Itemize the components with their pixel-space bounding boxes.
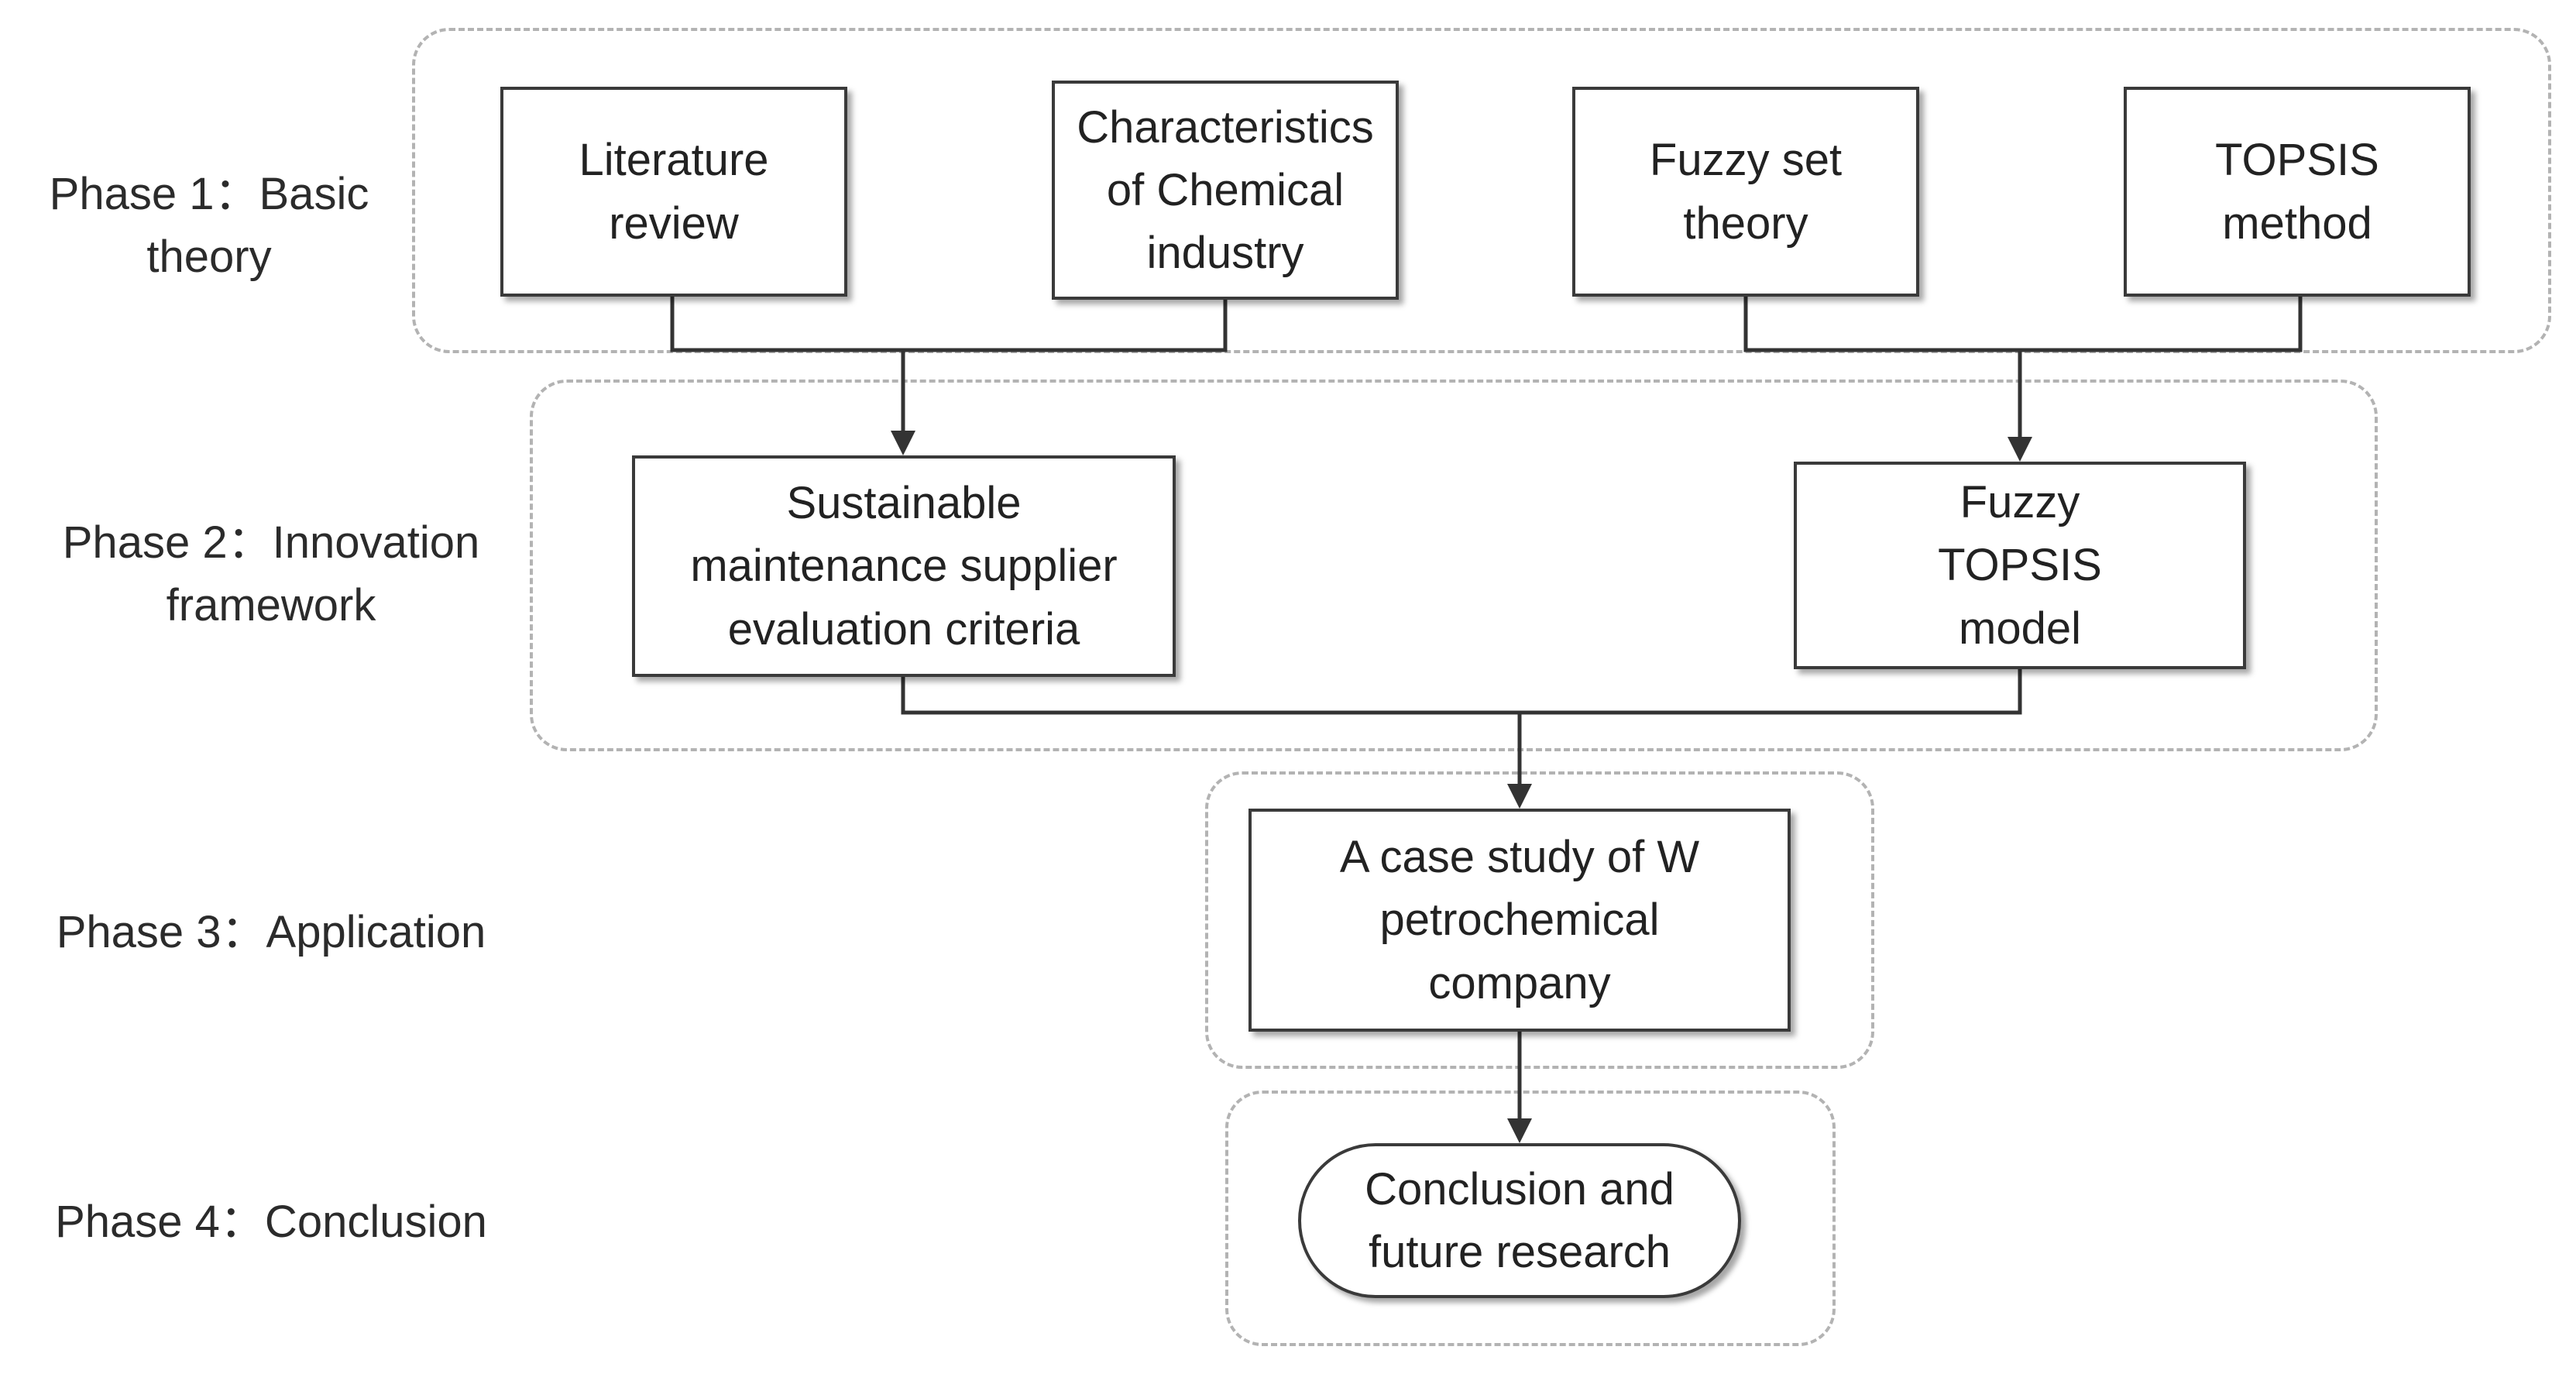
phase-3-label: Phase 3：Application [56,907,486,957]
fuzzy-topsis-model-box: Fuzzy TOPSIS model [1794,462,2246,669]
fuzzy-topsis-model-text: Fuzzy TOPSIS model [1938,477,2102,654]
fuzzy-set-theory-box: Fuzzy set theory [1572,87,1919,297]
literature-review-box: Literature review [500,87,847,297]
conclusion-text: Conclusion and future research [1365,1163,1674,1277]
conclusion-terminal: Conclusion and future research [1298,1143,1741,1298]
arrowhead-evaluation-criteria [891,431,915,455]
phase-4-label: Phase 4：Conclusion [55,1197,487,1247]
phase-4-group [1225,1091,1836,1346]
phase-1-group [412,28,2551,353]
chemical-characteristics-text: Characteristics of Chemical industry [1077,101,1374,279]
case-study-text: A case study of W petrochemical company [1339,832,1700,1008]
connector-phase1-right [1743,297,2303,352]
connector-phase2 [901,669,2022,715]
arrowhead-conclusion [1507,1118,1532,1143]
case-study-box: A case study of W petrochemical company [1249,809,1791,1032]
phase-3-group [1205,771,1874,1069]
phase-2-label: Phase 2：Innovation framework [62,517,480,631]
arrowhead-case-study [1507,784,1532,809]
evaluation-criteria-text: Sustainable maintenance supplier evaluat… [690,478,1118,654]
arrowhead-fuzzy-topsis-model [2008,437,2032,462]
evaluation-criteria-box: Sustainable maintenance supplier evaluat… [632,455,1176,677]
topsis-method-box: TOPSIS method [2124,87,2471,297]
chemical-characteristics-box: Characteristics of Chemical industry [1052,81,1399,300]
phase-1-label: Phase 1：Basic theory [49,169,369,283]
connector-phase1-left [670,297,1228,352]
phase-2-group [530,380,2378,751]
topsis-method-text: TOPSIS method [2215,135,2379,249]
literature-review-text: Literature review [579,135,769,249]
fuzzy-set-theory-text: Fuzzy set theory [1649,135,1843,249]
